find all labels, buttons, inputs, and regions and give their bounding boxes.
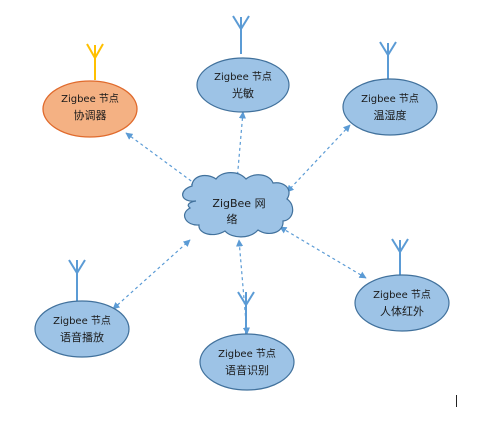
antenna-icon xyxy=(232,15,250,54)
node-light-ellipse xyxy=(196,57,290,113)
antenna-icon xyxy=(391,238,409,280)
node-infrared-title: Zigbee 节点 xyxy=(373,289,431,301)
cloud-label-line2: 络 xyxy=(227,212,238,226)
node-temp-humidity-label: 温湿度 xyxy=(374,108,407,122)
node-coordinator-title: Zigbee 节点 xyxy=(61,93,119,105)
link-coordinator xyxy=(125,132,199,187)
link-voice xyxy=(112,239,191,310)
node-temp-humidity-title: Zigbee 节点 xyxy=(361,93,419,105)
antenna-icon xyxy=(68,259,86,302)
node-coordinator-label: 协调器 xyxy=(74,108,107,122)
node-voice-ellipse xyxy=(34,300,130,358)
node-infrared: Zigbee 节点 人体红外 xyxy=(354,238,450,332)
link-infrared xyxy=(279,226,367,279)
node-voice: Zigbee 节点 语音播放 xyxy=(34,259,130,358)
node-voice-title: Zigbee 节点 xyxy=(53,315,111,327)
node-light: Zigbee 节点 光敏 xyxy=(196,15,290,113)
node-infrared-label: 人体红外 xyxy=(380,304,424,318)
node-coordinator-ellipse xyxy=(42,80,138,138)
links xyxy=(112,111,367,335)
node-light-title: Zigbee 节点 xyxy=(214,71,272,83)
cloud-shape xyxy=(182,172,294,238)
node-temp-humidity: Zigbee 节点 温湿度 xyxy=(342,41,438,136)
text-cursor xyxy=(456,395,457,407)
zigbee-network-cloud: ZigBee 网 络 xyxy=(182,172,294,238)
node-light-label: 光敏 xyxy=(232,86,254,100)
node-recognition-ellipse xyxy=(199,333,295,391)
node-recognition-label: 语音识别 xyxy=(225,363,269,377)
link-light xyxy=(233,111,247,182)
node-recognition-title: Zigbee 节点 xyxy=(218,348,276,360)
cloud-label-line1: ZigBee 网 xyxy=(212,197,265,210)
node-recognition: Zigbee 节点 语音识别 xyxy=(199,291,295,391)
node-coordinator: Zigbee 节点 协调器 xyxy=(42,43,138,138)
node-voice-label: 语音播放 xyxy=(60,330,104,344)
antenna-icon xyxy=(86,43,104,80)
link-temp-humidity xyxy=(286,124,351,193)
link-recognition xyxy=(235,239,251,335)
antenna-icon xyxy=(379,41,397,80)
node-infrared-ellipse xyxy=(354,274,450,332)
antenna-icon xyxy=(237,291,255,334)
node-temp-humidity-ellipse xyxy=(342,78,438,136)
